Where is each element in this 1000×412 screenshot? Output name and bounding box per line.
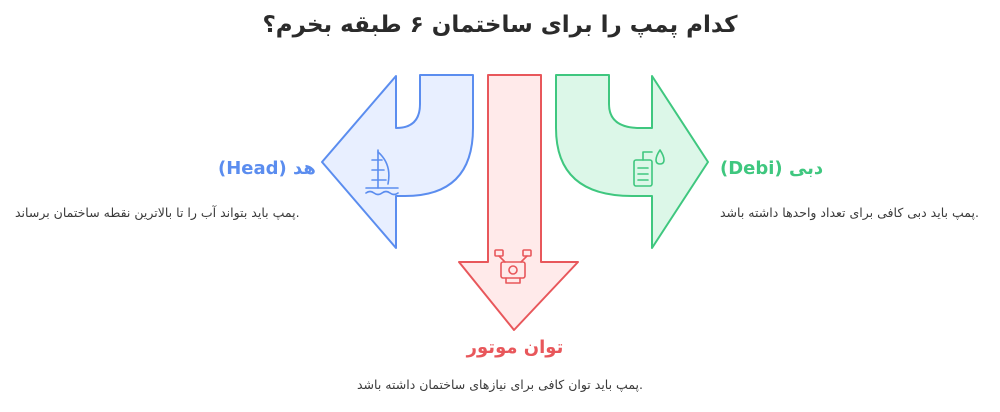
head-arrow xyxy=(321,74,474,249)
debi-description: .پمپ باید دبی کافی برای تعداد واحدها داش… xyxy=(720,205,979,220)
debi-arrow xyxy=(555,74,709,249)
engine-icon xyxy=(494,249,532,284)
motor-description: .پمپ باید توان کافی برای نیازهای ساختمان… xyxy=(356,377,644,392)
debi-label: (Debi) دبی xyxy=(720,158,824,179)
motor-arrow xyxy=(458,74,579,331)
tower-icon xyxy=(365,149,399,196)
water-tank-icon xyxy=(633,149,665,187)
head-label: (Head) هد xyxy=(218,158,316,179)
page-title: کدام پمپ را برای ساختمان ۶ طبقه بخرم؟ xyxy=(262,12,738,38)
head-description: .پمپ باید بتواند آب را تا بالاترین نقطه … xyxy=(15,205,300,220)
motor-label: توان موتور xyxy=(466,337,564,358)
